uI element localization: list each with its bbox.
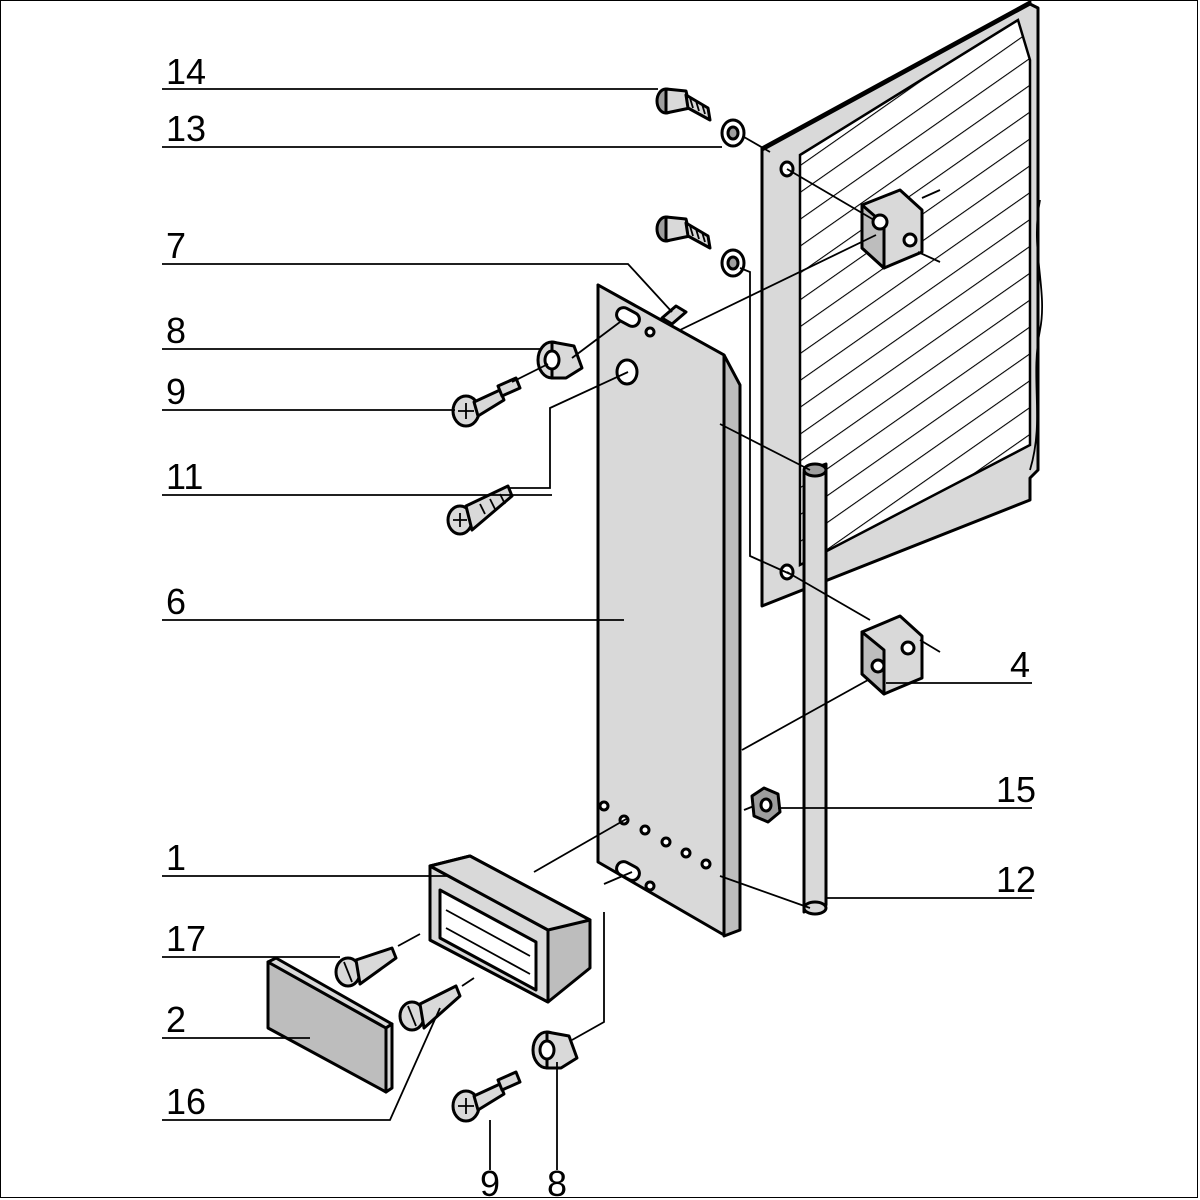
- front-plate-6: [596, 283, 742, 938]
- screw-upper-2: [655, 215, 712, 250]
- callout-8-lower: 8: [547, 1163, 567, 1200]
- handle-1: [428, 854, 592, 1004]
- screw-11: [446, 484, 514, 536]
- nut-15: [750, 786, 782, 824]
- guide-block-4: [860, 614, 941, 696]
- callout-labels: 14 13 7 8 9 11 6 4 15 1 12 17 2 16 9 8: [166, 51, 1036, 1200]
- screw-14: [655, 87, 712, 122]
- screw-9-upper: [451, 376, 522, 428]
- callout-14: 14: [166, 51, 206, 92]
- rail-12: [802, 462, 828, 916]
- callout-6: 6: [166, 581, 186, 622]
- callout-12: 12: [996, 859, 1036, 900]
- washer-13: [720, 118, 746, 148]
- callout-9-lower: 9: [480, 1163, 500, 1200]
- clip-8-upper: [536, 340, 584, 380]
- assembly-guide-lines: [397, 136, 877, 1041]
- callout-1: 1: [166, 837, 186, 878]
- callout-7: 7: [166, 225, 186, 266]
- callout-13: 13: [166, 108, 206, 149]
- front-panel-plate: [760, 0, 1043, 608]
- screw-16: [398, 984, 462, 1032]
- callout-16: 16: [166, 1081, 206, 1122]
- callout-17: 17: [166, 918, 206, 959]
- callout-11: 11: [166, 456, 203, 497]
- guide-block-upper: [860, 188, 941, 270]
- callout-8-upper: 8: [166, 310, 186, 351]
- tab-7: [660, 304, 688, 326]
- callout-4: 4: [1010, 644, 1030, 685]
- callout-2: 2: [166, 999, 186, 1040]
- callout-9-upper: 9: [166, 371, 186, 412]
- label-plate-2: [266, 956, 394, 1094]
- washer-upper-2: [720, 248, 746, 278]
- screw-17: [334, 946, 398, 988]
- screw-9-lower: [451, 1070, 522, 1123]
- leader-lines: [162, 88, 1032, 1170]
- callout-15: 15: [996, 769, 1036, 810]
- clip-8-lower: [531, 1030, 579, 1070]
